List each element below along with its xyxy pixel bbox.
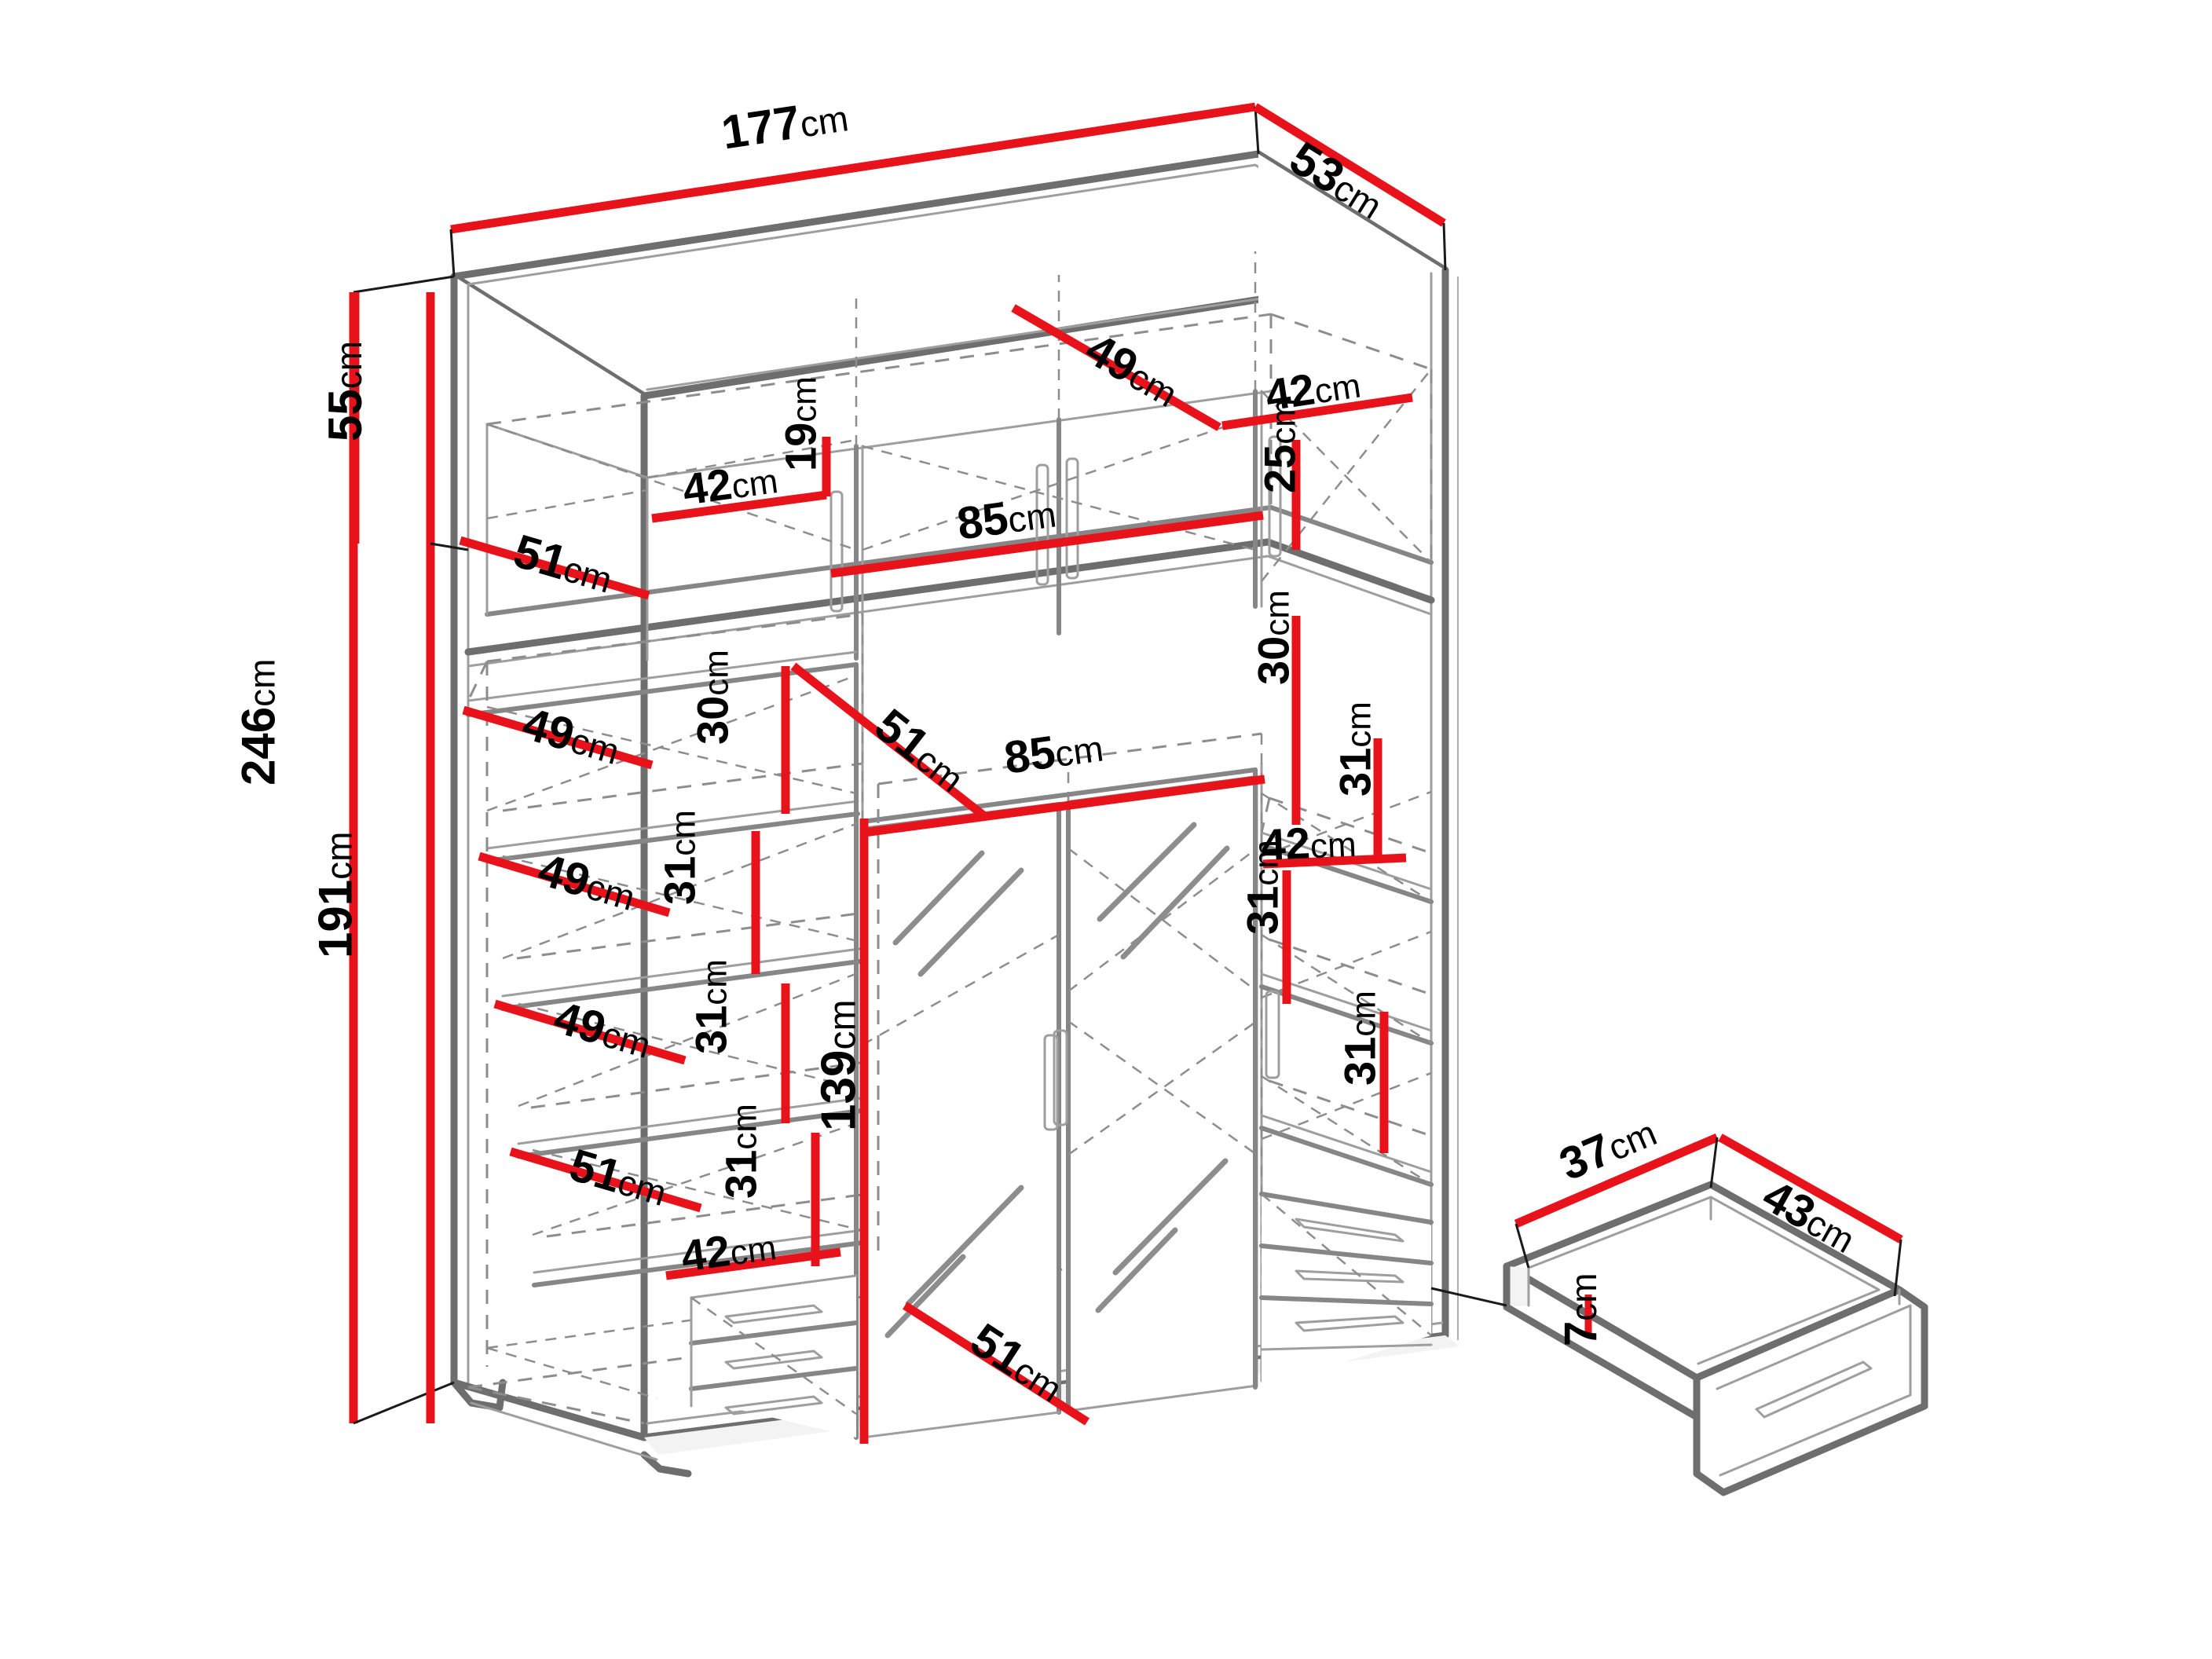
- detached-drawer: [1430, 1181, 1928, 1496]
- top-compartment: [464, 251, 1435, 668]
- dimension-lines: [349, 102, 1903, 1444]
- right-drawer-stack: [1259, 1192, 1434, 1387]
- left-drawer-stack: [689, 1274, 859, 1437]
- mirror-doors: [860, 770, 1259, 1439]
